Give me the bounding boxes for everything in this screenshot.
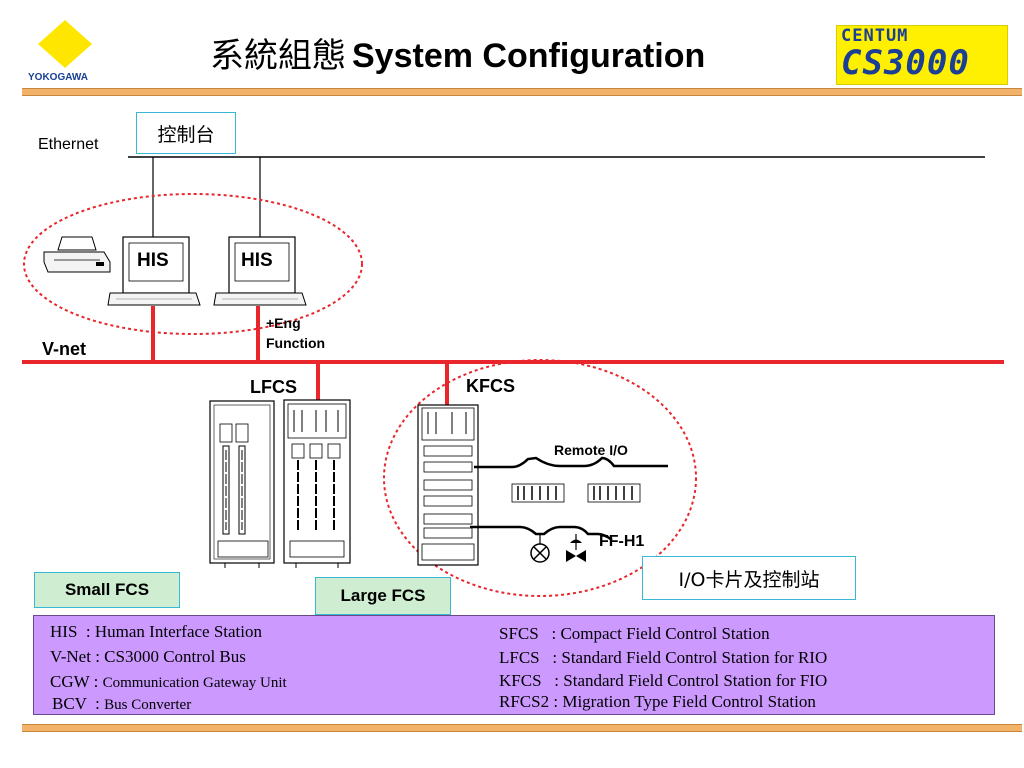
large-fcs-cabinet-icon bbox=[283, 399, 351, 568]
remote-io-label: Remote I/O bbox=[554, 442, 628, 458]
kfcs-cabinet-icon bbox=[417, 404, 479, 566]
legend-right-2: KFCS : Standard Field Control Station fo… bbox=[499, 671, 828, 690]
legend-panel: HIS : Human Interface Station V-Net : CS… bbox=[33, 615, 995, 715]
his-workstation-1-icon bbox=[107, 236, 201, 306]
legend-right-1: LFCS : Standard Field Control Station fo… bbox=[499, 648, 828, 667]
large-fcs-label-text: Large FCS bbox=[340, 586, 426, 605]
remote-io-link bbox=[474, 456, 668, 469]
his-group-ellipse bbox=[23, 193, 363, 335]
console-label-text: 控制台 bbox=[157, 123, 215, 146]
kfcs-group-ellipse bbox=[383, 359, 697, 597]
legend-left-3: BCV : Bus Converter bbox=[52, 694, 192, 713]
console-label: 控制台 bbox=[136, 112, 236, 154]
ethernet-label: Ethernet bbox=[38, 136, 99, 153]
eng-function-label-line2: Function bbox=[266, 335, 326, 351]
kfcs-label: KFCS bbox=[466, 376, 515, 396]
his-workstation-2-icon bbox=[213, 236, 307, 306]
yokogawa-logo-icon bbox=[38, 20, 92, 68]
large-fcs-label: Large FCS bbox=[315, 577, 451, 615]
centum-logo-bottom: CS3000 bbox=[841, 43, 970, 83]
network-diagram bbox=[22, 156, 1004, 597]
ff-h1-label: FF-H1 bbox=[599, 533, 645, 550]
printer-icon bbox=[43, 236, 111, 273]
centum-logo: CENTUM CS3000 bbox=[836, 25, 1008, 85]
ff-h1-link bbox=[470, 525, 613, 542]
io-card-label: I/O卡片及控制站 bbox=[642, 556, 856, 600]
eng-function-label-line1: +Eng bbox=[266, 315, 301, 331]
legend-left-1: V-Net : CS3000 Control Bus bbox=[50, 647, 246, 666]
page-title-cjk: 系統組態 bbox=[210, 36, 346, 76]
page-title-en: System Configuration bbox=[352, 37, 706, 75]
remote-io-unit-1-icon bbox=[511, 483, 565, 503]
legend-right-3: RFCS2 : Migration Type Field Control Sta… bbox=[499, 692, 816, 711]
field-device-sensor-icon bbox=[530, 534, 550, 563]
his-1-label: HIS bbox=[137, 250, 169, 271]
legend-left-0: HIS : Human Interface Station bbox=[50, 622, 262, 641]
header-divider bbox=[22, 88, 1022, 96]
field-device-valve-icon bbox=[566, 534, 586, 562]
legend-right-0: SFCS : Compact Field Control Station bbox=[499, 624, 770, 643]
legend-left-2: CGW : Communication Gateway Unit bbox=[50, 672, 287, 691]
small-fcs-label-text: Small FCS bbox=[64, 580, 150, 599]
small-fcs-label: Small FCS bbox=[34, 572, 180, 608]
io-card-label-text: I/O卡片及控制站 bbox=[678, 568, 820, 591]
brand-name: YOKOGAWA bbox=[28, 72, 89, 83]
vnet-label: V-net bbox=[42, 339, 87, 359]
centum-logo-top: CENTUM bbox=[841, 26, 909, 46]
remote-io-unit-2-icon bbox=[587, 483, 641, 503]
his-2-label: HIS bbox=[241, 250, 273, 271]
footer-divider bbox=[22, 724, 1022, 732]
lfcs-label: LFCS bbox=[250, 377, 297, 397]
small-fcs-cabinet-icon bbox=[209, 400, 275, 568]
